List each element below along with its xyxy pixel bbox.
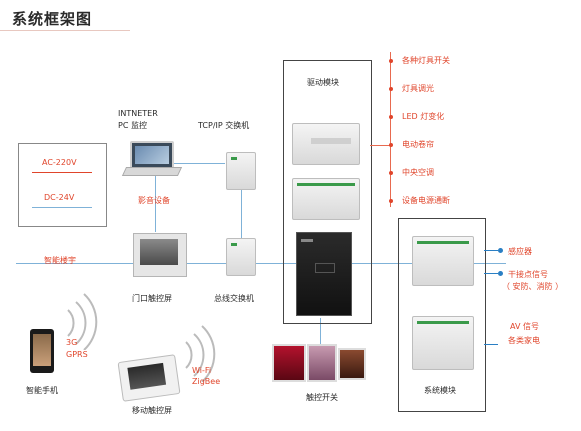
power-legend-box <box>18 143 107 227</box>
gprs-label: GPRS <box>66 350 88 359</box>
av-signal-line <box>484 344 498 345</box>
system-module-unit-1 <box>412 236 474 286</box>
dc-line <box>32 207 92 208</box>
output-item-1: 各种灯具开关 <box>402 56 450 65</box>
3g-label: 3G <box>66 338 78 347</box>
touch-switch-label: 触控开关 <box>306 393 338 402</box>
tcpip-vertical-line <box>241 175 242 265</box>
driver-module-label: 驱动模块 <box>307 78 339 87</box>
output-item-2: 灯具调光 <box>402 84 434 93</box>
touch-switch-panel-3 <box>338 348 366 380</box>
av-signal-label: AV 信号 <box>510 322 539 331</box>
wifi-label: Wi-Fi <box>192 366 212 375</box>
internet-label: INTNETER <box>118 109 158 118</box>
smartphone-device <box>30 329 54 373</box>
page-title: 系统框架图 <box>12 10 93 28</box>
dry-contact-label: 干接点信号 <box>508 270 548 279</box>
sensor-dot <box>498 248 503 253</box>
output-dot-4 <box>389 143 393 147</box>
av-device-label: 影音设备 <box>138 196 170 205</box>
ac-line <box>32 172 92 173</box>
touch-switch-panel-1 <box>272 344 306 382</box>
bus-switch-label: 总线交换机 <box>214 294 254 303</box>
laptop-keyboard <box>121 167 183 176</box>
output-dot-1 <box>389 59 393 63</box>
output-dot-6 <box>389 199 393 203</box>
output-item-4: 电动卷帘 <box>402 140 434 149</box>
mobile-touch-label: 移动触控屏 <box>132 406 172 415</box>
smart-building-label: 智能楼宇 <box>44 256 76 265</box>
pc-vertical-line <box>155 172 156 232</box>
output-item-3: LED 灯变化 <box>402 112 445 121</box>
system-module-label: 系统模块 <box>424 386 456 395</box>
ac-label: AC-220V <box>42 158 77 167</box>
output-item-5: 中央空调 <box>402 168 434 177</box>
pc-monitor-label: PC 监控 <box>118 121 147 130</box>
zigbee-label: ZigBee <box>192 377 221 386</box>
sensor-label: 感应器 <box>508 247 532 256</box>
dry-contact-dot <box>498 271 503 276</box>
main-controller-device <box>296 232 352 316</box>
output-item-6: 设备电源通断 <box>402 196 450 205</box>
system-module-box <box>398 218 486 412</box>
appliances-label: 各类家电 <box>508 336 540 345</box>
dry-contact-sub-label: （ 安防、消防 ） <box>502 282 564 291</box>
mobile-touch-device <box>117 354 181 402</box>
main-bus-line <box>16 263 506 264</box>
dry-contact-line <box>484 273 498 274</box>
output-dot-3 <box>389 115 393 119</box>
sensor-line <box>484 250 498 251</box>
laptop-icon <box>130 141 174 169</box>
touch-switch-line <box>320 318 321 348</box>
output-dot-2 <box>389 87 393 91</box>
system-module-unit-2 <box>412 316 474 370</box>
driver-module-unit-2 <box>292 178 360 220</box>
touch-switch-panel-2 <box>307 344 337 382</box>
door-touch-label: 门口触控屏 <box>132 294 172 303</box>
smartphone-wireless-icon <box>67 293 98 350</box>
driver-module-box <box>283 60 372 324</box>
pc-to-switch-line <box>160 163 225 164</box>
bus-switch-device <box>226 238 256 276</box>
title-divider <box>0 30 130 31</box>
output-dot-5 <box>389 171 393 175</box>
dc-label: DC-24V <box>44 193 75 202</box>
smartphone-label: 智能手机 <box>26 386 58 395</box>
mobile-touch-wireless-icon <box>185 325 216 382</box>
tcpip-switch-label: TCP/IP 交换机 <box>198 121 250 130</box>
output-vertical-line <box>390 52 391 207</box>
door-touch-screen-device <box>133 233 187 277</box>
output-connector-line <box>370 145 390 146</box>
driver-module-unit-1 <box>292 123 360 165</box>
tcpip-switch-device <box>226 152 256 190</box>
